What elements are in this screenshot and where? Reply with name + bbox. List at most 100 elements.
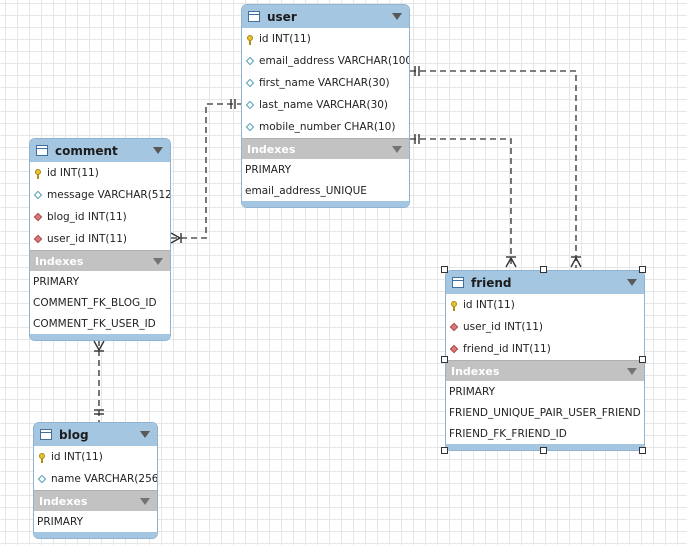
column-row[interactable]: name VARCHAR(256) <box>34 468 157 490</box>
connector-friend-user-b <box>410 138 512 268</box>
primary-key-icon <box>450 300 459 311</box>
collapse-arrow-icon[interactable] <box>392 13 402 20</box>
table-name: user <box>267 9 297 24</box>
indexes-label: Indexes <box>39 494 88 508</box>
resize-handle-n[interactable] <box>540 266 547 273</box>
column-label: mobile_number CHAR(10) <box>259 121 396 133</box>
collapse-arrow-icon[interactable] <box>627 279 637 286</box>
index-row[interactable]: COMMENT_FK_USER_ID <box>33 317 156 330</box>
crows-foot-icon <box>570 256 582 268</box>
column-row[interactable]: mobile_number CHAR(10) <box>242 116 409 138</box>
indexes-label: Indexes <box>451 364 500 378</box>
column-label: first_name VARCHAR(30) <box>259 77 390 89</box>
table-header[interactable]: user <box>242 5 409 28</box>
foreign-key-icon <box>34 235 43 244</box>
crows-foot-icon <box>170 232 182 244</box>
foreign-key-icon <box>450 323 459 332</box>
table-icon <box>40 429 52 440</box>
resize-handle-e[interactable] <box>639 356 646 363</box>
resize-handle-nw[interactable] <box>441 266 448 273</box>
table-header[interactable]: friend <box>446 271 644 294</box>
column-label: id INT(11) <box>259 33 311 45</box>
resize-handle-sw[interactable] <box>441 447 448 454</box>
column-row[interactable]: message VARCHAR(512) <box>30 184 170 206</box>
column-icon <box>246 123 255 132</box>
table-blog[interactable]: blog id INT(11) name VARCHAR(256) Indexe… <box>33 422 158 539</box>
column-row[interactable]: user_id INT(11) <box>446 316 644 338</box>
foreign-key-icon <box>34 213 43 222</box>
resize-handle-w[interactable] <box>441 356 448 363</box>
column-label: id INT(11) <box>47 167 99 179</box>
index-row[interactable]: PRIMARY <box>37 515 84 528</box>
column-row[interactable]: id INT(11) <box>242 28 409 50</box>
table-name: blog <box>59 427 89 442</box>
column-label: last_name VARCHAR(30) <box>259 99 389 111</box>
crows-foot-icon <box>93 340 105 352</box>
column-icon <box>246 101 255 110</box>
index-row[interactable]: FRIEND_FK_FRIEND_ID <box>449 427 567 440</box>
resize-handle-se[interactable] <box>639 447 646 454</box>
collapse-arrow-icon[interactable] <box>627 368 637 375</box>
column-row[interactable]: friend_id INT(11) <box>446 338 644 360</box>
collapse-arrow-icon[interactable] <box>140 431 150 438</box>
table-header[interactable]: comment <box>30 139 170 162</box>
column-label: id INT(11) <box>51 451 103 463</box>
column-row[interactable]: user_id INT(11) <box>30 228 170 250</box>
index-row[interactable]: PRIMARY <box>33 275 80 288</box>
column-row[interactable]: last_name VARCHAR(30) <box>242 94 409 116</box>
table-friend[interactable]: friend id INT(11) user_id INT(11) friend… <box>445 270 645 451</box>
one-mandatory-icon <box>414 66 420 76</box>
table-icon <box>36 145 48 156</box>
column-label: email_address VARCHAR(100) <box>259 55 410 67</box>
table-comment[interactable]: comment id INT(11) message VARCHAR(512) … <box>29 138 171 341</box>
foreign-key-icon <box>450 345 459 354</box>
table-icon <box>248 11 260 22</box>
indexes-label: Indexes <box>247 142 296 156</box>
table-footer <box>34 532 157 538</box>
one-mandatory-icon <box>94 409 104 415</box>
indexes-header[interactable]: Indexes <box>242 138 409 159</box>
column-row[interactable]: id INT(11) <box>34 446 157 468</box>
column-label: user_id INT(11) <box>47 233 127 245</box>
indexes-header[interactable]: Indexes <box>34 490 157 511</box>
table-header[interactable]: blog <box>34 423 157 446</box>
indexes-header[interactable]: Indexes <box>446 360 644 381</box>
indexes-header[interactable]: Indexes <box>30 250 170 271</box>
index-row[interactable]: PRIMARY <box>245 163 292 176</box>
connector-comment-user <box>171 103 242 239</box>
resize-handle-s[interactable] <box>540 447 547 454</box>
column-label: user_id INT(11) <box>463 321 543 333</box>
connector-friend-user-a <box>410 70 577 268</box>
column-icon <box>246 79 255 88</box>
collapse-arrow-icon[interactable] <box>140 498 150 505</box>
table-user[interactable]: user id INT(11) email_address VARCHAR(10… <box>241 4 410 208</box>
table-footer <box>30 334 170 340</box>
column-row[interactable]: blog_id INT(11) <box>30 206 170 228</box>
one-mandatory-icon <box>230 99 236 109</box>
column-label: message VARCHAR(512) <box>47 189 171 201</box>
column-row[interactable]: id INT(11) <box>30 162 170 184</box>
column-row[interactable]: id INT(11) <box>446 294 644 316</box>
table-icon <box>452 277 464 288</box>
collapse-arrow-icon[interactable] <box>392 146 402 153</box>
resize-handle-ne[interactable] <box>639 266 646 273</box>
table-footer <box>242 201 409 207</box>
collapse-arrow-icon[interactable] <box>153 147 163 154</box>
index-row[interactable]: COMMENT_FK_BLOG_ID <box>33 296 157 309</box>
primary-key-icon <box>34 168 43 179</box>
crows-foot-icon <box>505 256 517 268</box>
primary-key-icon <box>246 34 255 45</box>
primary-key-icon <box>38 452 47 463</box>
column-label: blog_id INT(11) <box>47 211 127 223</box>
index-row[interactable]: FRIEND_UNIQUE_PAIR_USER_FRIEND <box>449 406 641 419</box>
column-label: friend_id INT(11) <box>463 343 551 355</box>
index-row[interactable]: email_address_UNIQUE <box>245 184 367 197</box>
index-row[interactable]: PRIMARY <box>449 385 496 398</box>
indexes-label: Indexes <box>35 254 84 268</box>
column-row[interactable]: first_name VARCHAR(30) <box>242 72 409 94</box>
column-row[interactable]: email_address VARCHAR(100) <box>242 50 409 72</box>
column-label: name VARCHAR(256) <box>51 473 158 485</box>
column-icon <box>246 57 255 66</box>
collapse-arrow-icon[interactable] <box>153 258 163 265</box>
